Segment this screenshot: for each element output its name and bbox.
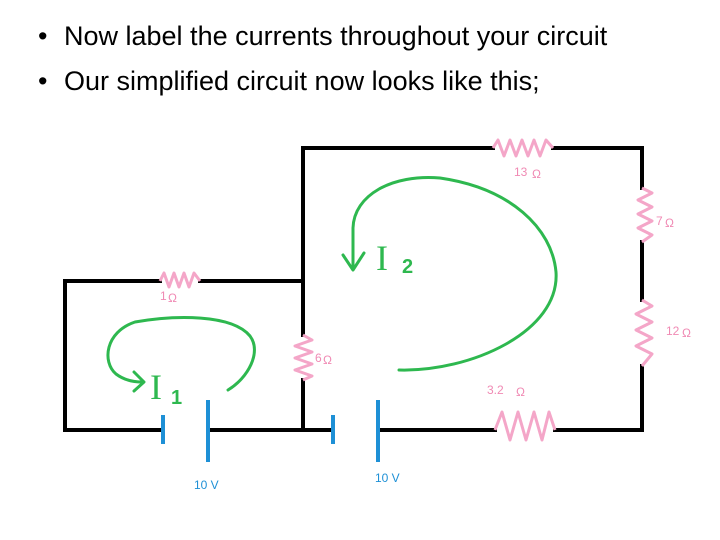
- bullet-item: • Our simplified circuit now looks like t…: [36, 59, 607, 104]
- resistor-7: [636, 186, 654, 244]
- svg-text:1: 1: [171, 387, 182, 409]
- svg-text:I: I: [150, 367, 162, 407]
- resistor-12-label: 12: [666, 324, 680, 338]
- bullet-item: • Now label the currents throughout your …: [36, 14, 607, 59]
- svg-text:2: 2: [402, 256, 413, 278]
- resistor-12: [634, 298, 654, 367]
- resistor-6-unit: Ω: [323, 353, 332, 367]
- resistor-1-unit: Ω: [168, 291, 177, 305]
- circuit-wires: [63, 146, 644, 432]
- current-loop-i2: [341, 176, 558, 372]
- current-loop-i1: [106, 316, 256, 393]
- resistor-1: [158, 271, 202, 289]
- current-i2-arrowhead: [341, 251, 366, 272]
- resistor-3-2: [493, 410, 557, 442]
- bullet-dot: •: [38, 66, 48, 96]
- bullet-list: • Now label the currents throughout your …: [36, 14, 607, 104]
- bullet-text: Our simplified circuit now looks like th…: [64, 66, 540, 96]
- svg-text:I: I: [376, 238, 388, 278]
- resistor-7-label: 7: [656, 214, 663, 228]
- battery-1-label: 10 V: [194, 478, 219, 492]
- resistor-12-unit: Ω: [682, 326, 691, 340]
- resistor-13-label: 13: [514, 165, 528, 179]
- resistor-13: [491, 138, 555, 158]
- resistor-labels: 13 Ω 7 Ω 12 Ω 1 Ω 6 Ω 3.2 Ω: [160, 165, 691, 399]
- bullet-text: Now label the currents throughout your c…: [64, 21, 608, 51]
- resistor-6-label: 6: [315, 351, 322, 365]
- current-i2-label: I 2: [376, 238, 413, 278]
- resistor-7-unit: Ω: [665, 216, 674, 230]
- battery-2: [331, 400, 380, 462]
- battery-1: [161, 400, 210, 462]
- resistor-6: [293, 333, 314, 382]
- bullet-dot: •: [38, 21, 48, 51]
- resistor-1-label: 1: [160, 289, 167, 303]
- current-i1-arrowhead: [132, 370, 146, 393]
- resistor-3-2-unit: Ω: [516, 385, 525, 399]
- resistor-13-unit: Ω: [532, 167, 541, 181]
- current-i1-label: I 1: [150, 367, 182, 409]
- battery-2-label: 10 V: [375, 471, 400, 485]
- resistor-3-2-label: 3.2: [487, 383, 504, 397]
